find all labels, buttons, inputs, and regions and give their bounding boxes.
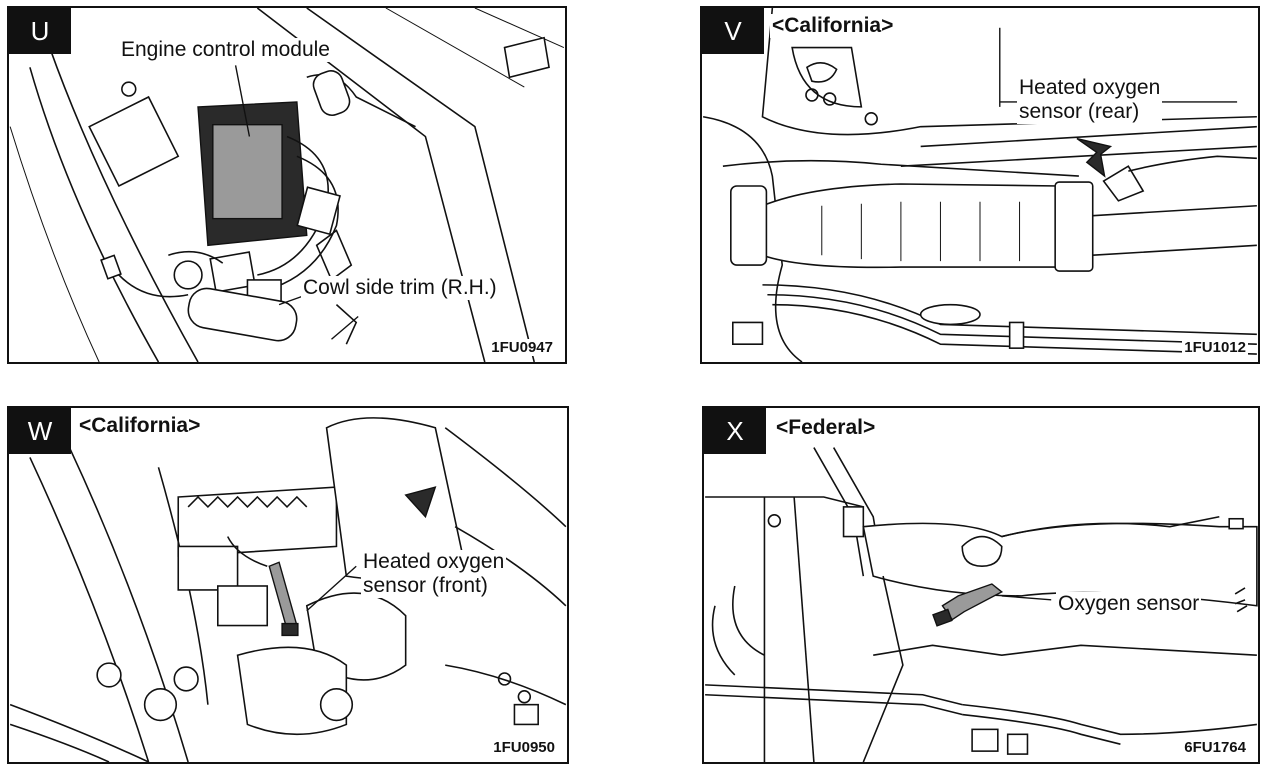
panel-v-rear-oxygen-sensor: V <California> Heated oxygen sensor (rea…: [700, 6, 1260, 364]
ecm-illustration: [9, 8, 565, 362]
figure-code: 6FU1764: [1182, 739, 1248, 756]
panel-letter: V: [702, 8, 764, 54]
panel-letter: X: [704, 408, 766, 454]
oxygen-sensor-label: Oxygen sensor: [1056, 592, 1202, 616]
heated-oxygen-sensor-front-label: Heated oxygen sensor (front): [361, 550, 507, 598]
region-label: <California>: [770, 14, 896, 38]
cowl-side-trim-label: Cowl side trim (R.H.): [301, 276, 499, 300]
engine-control-module-label: Engine control module: [119, 38, 332, 62]
panel-letter: W: [9, 408, 71, 454]
figure-code: 1FU0947: [489, 339, 555, 356]
rear-oxygen-sensor-illustration: [702, 8, 1257, 362]
oxygen-sensor-illustration: [705, 447, 1258, 762]
heated-oxygen-sensor-rear-label: Heated oxygen sensor (rear): [1017, 76, 1163, 124]
panel-u-ecm-location: U Engine control module Cowl side trim (…: [7, 6, 567, 364]
panel-letter: U: [9, 8, 71, 54]
region-label: <Federal>: [774, 416, 878, 440]
region-label: <California>: [77, 414, 203, 438]
panel-w-front-oxygen-sensor: W <California> Heated oxygen sensor (fro…: [7, 406, 569, 764]
figure-code: 1FU1012: [1182, 339, 1248, 356]
figure-code: 1FU0950: [491, 739, 557, 756]
panel-x-oxygen-sensor: X <Federal> Oxygen sensor 6FU1764: [702, 406, 1260, 764]
front-oxygen-sensor-illustration: [9, 417, 567, 762]
